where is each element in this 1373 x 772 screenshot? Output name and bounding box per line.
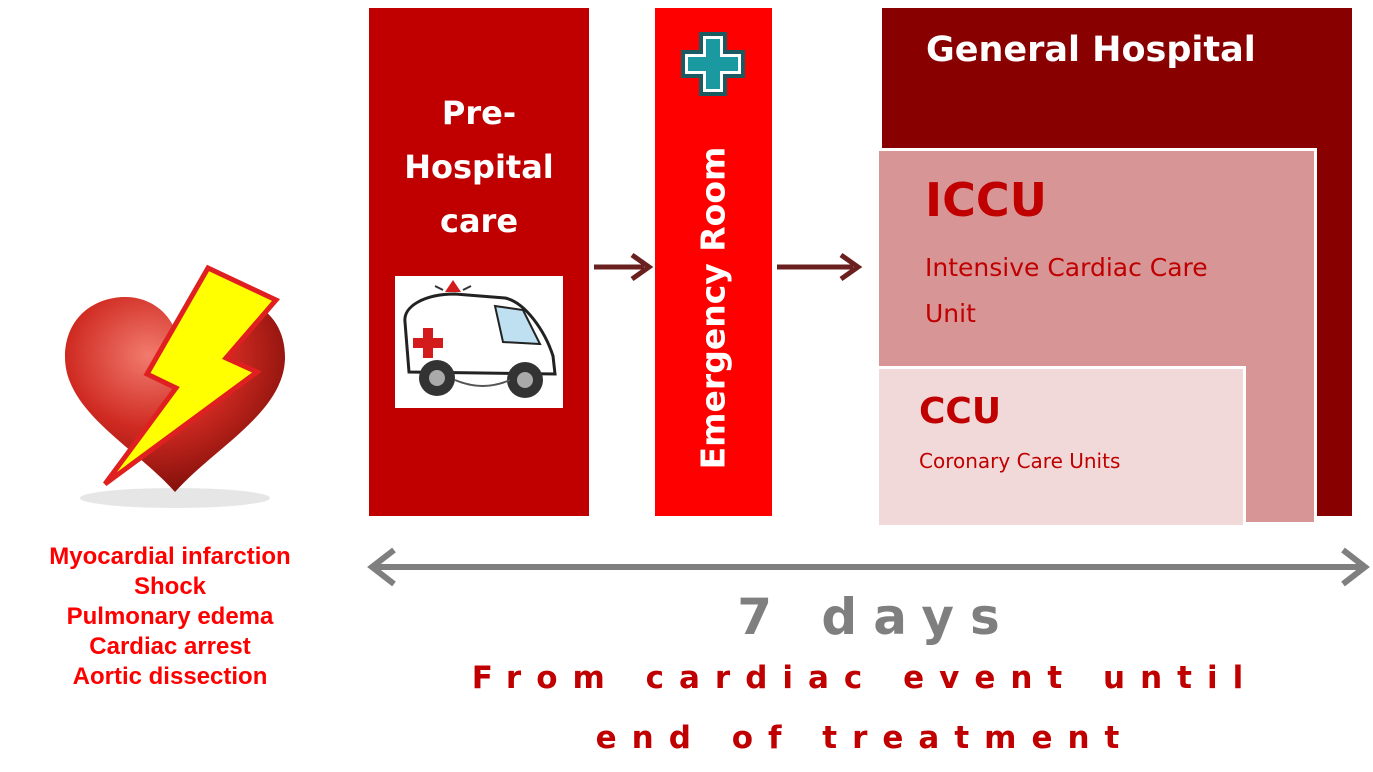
arrow-right-icon bbox=[777, 252, 863, 282]
ccu-panel: CCU Coronary Care Units bbox=[879, 366, 1246, 525]
condition-item: Aortic dissection bbox=[72, 663, 268, 690]
lightning-bolt-icon bbox=[102, 264, 281, 487]
ambulance-icon bbox=[403, 280, 557, 398]
emergency-room-label: Emergency Room bbox=[693, 146, 733, 470]
condition-item: Shock bbox=[133, 573, 207, 600]
prehospital-title: Pre- Hospital care bbox=[369, 86, 589, 248]
timeline-subtitle-line: end of treatment bbox=[595, 720, 1135, 756]
arrow-right-icon bbox=[594, 252, 654, 282]
double-arrow-icon bbox=[367, 547, 1370, 587]
condition-item: Pulmonary edema bbox=[66, 603, 274, 630]
iccu-subtitle-line: Unit bbox=[925, 299, 976, 328]
duration-label: 7 days bbox=[737, 588, 1016, 646]
ccu-title: CCU bbox=[919, 391, 1002, 432]
emergency-room-panel: Emergency Room bbox=[655, 8, 772, 516]
iccu-title: ICCU bbox=[925, 173, 1047, 227]
ccu-subtitle: Coronary Care Units bbox=[919, 449, 1121, 473]
ambulance-image bbox=[395, 276, 563, 408]
emergency-room-label-wrap: Emergency Room bbox=[655, 8, 772, 516]
iccu-subtitle: Intensive Cardiac Care Unit bbox=[925, 245, 1285, 337]
timeline-subtitle-line: From cardiac event until bbox=[471, 660, 1259, 696]
condition-item: Myocardial infarction bbox=[49, 543, 291, 570]
condition-item: Cardiac arrest bbox=[89, 633, 251, 660]
general-hospital-panel: General Hospital ICCU Intensive Cardiac … bbox=[879, 8, 1352, 525]
prehospital-title-line: care bbox=[439, 202, 519, 240]
prehospital-panel: Pre- Hospital care bbox=[369, 8, 589, 516]
prehospital-title-line: Hospital bbox=[404, 148, 554, 186]
iccu-panel: ICCU Intensive Cardiac Care Unit CCU Cor… bbox=[879, 148, 1317, 525]
conditions-list: Myocardial infarction Shock Pulmonary ed… bbox=[0, 542, 340, 692]
iccu-subtitle-line: Intensive Cardiac Care bbox=[925, 253, 1208, 282]
general-hospital-title: General Hospital bbox=[926, 30, 1256, 70]
timeline-subtitle: From cardiac event until end of treatmen… bbox=[400, 648, 1330, 768]
medical-cross-icon bbox=[681, 32, 745, 96]
prehospital-title-line: Pre- bbox=[441, 94, 517, 132]
